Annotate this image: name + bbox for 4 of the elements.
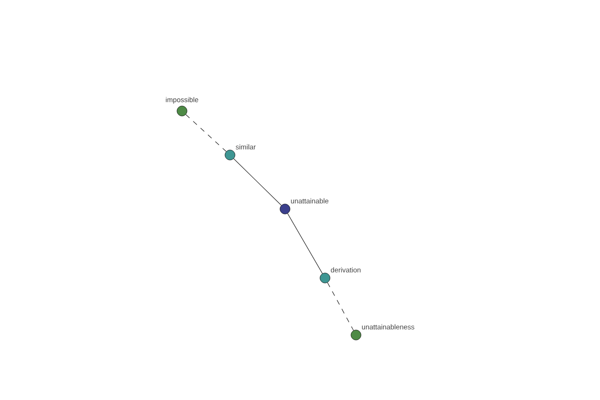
connector-line — [186, 114, 226, 152]
connector-line — [287, 213, 323, 274]
connector-line — [233, 158, 282, 206]
connector-line — [327, 282, 354, 331]
